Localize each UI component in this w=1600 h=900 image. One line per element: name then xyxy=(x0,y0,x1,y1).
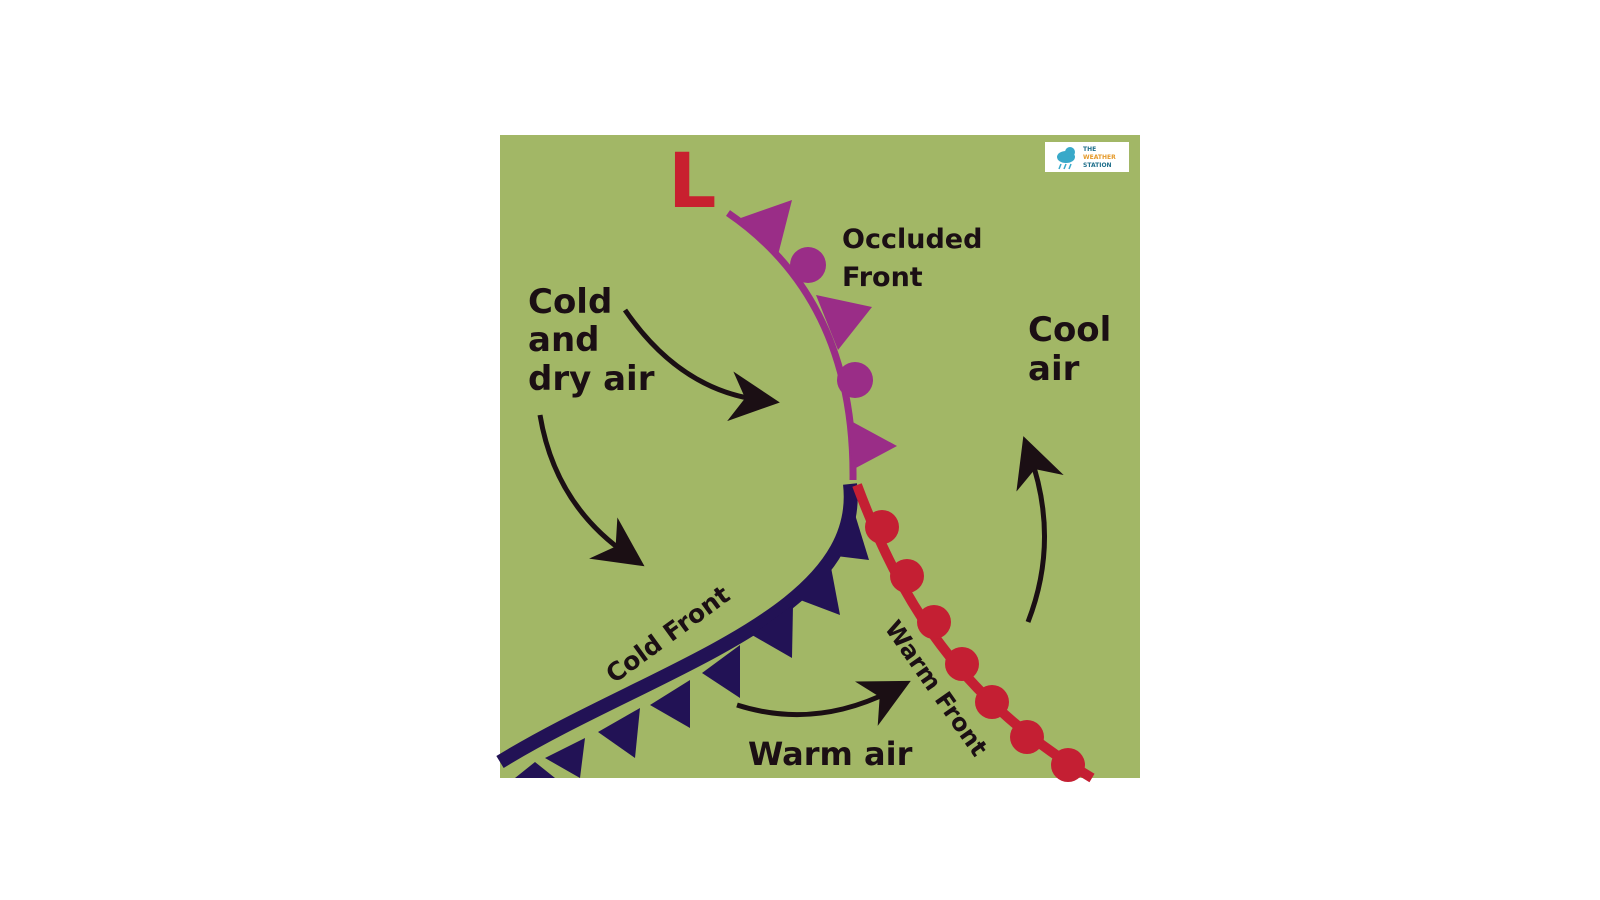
logo-text-line3: STATION xyxy=(1083,162,1112,169)
occluded-front-triangle xyxy=(849,420,897,470)
cold-front xyxy=(496,483,869,778)
arrow-cold-air-lower xyxy=(537,414,645,567)
air-movement-arrows xyxy=(537,308,1064,726)
cold-front-triangle xyxy=(702,645,740,698)
warm-front-semicircle xyxy=(945,647,979,681)
occluded-front-semicircle xyxy=(837,362,873,398)
occluded-front-triangle xyxy=(816,295,872,350)
logo-text-line2: WEATHER xyxy=(1083,154,1116,161)
cold-front-triangle xyxy=(650,680,690,728)
occluded-front-label-line1: Occluded xyxy=(842,224,982,255)
cold-front-triangle xyxy=(795,562,840,615)
weather-station-logo: THE WEATHER STATION xyxy=(1045,142,1129,172)
arrow-cold-air-upper xyxy=(622,308,780,422)
occluded-front-semicircle xyxy=(790,247,826,283)
warm-front xyxy=(852,483,1095,783)
warm-front-semicircle xyxy=(1051,748,1085,782)
warm-front-semicircle xyxy=(917,605,951,639)
low-pressure-symbol: L xyxy=(668,136,716,225)
cold-front-triangle xyxy=(828,508,869,560)
arrow-cool-air xyxy=(1016,436,1064,623)
occluded-front-label-line2: Front xyxy=(842,262,923,293)
cold-dry-air-label-line2: and xyxy=(528,320,600,360)
warm-front-semicircle xyxy=(1010,720,1044,754)
map-background xyxy=(500,135,1140,778)
warm-front-semicircle xyxy=(865,510,899,544)
occluded-front-triangle xyxy=(735,200,792,255)
cold-dry-air-label-line3: dry air xyxy=(528,359,655,399)
arrow-warm-air xyxy=(736,680,911,726)
cold-front-triangle xyxy=(545,738,585,778)
cold-dry-air-label-line1: Cold xyxy=(528,282,612,322)
warm-air-label: Warm air xyxy=(748,735,913,773)
cold-front-triangle xyxy=(752,605,793,658)
cold-front-triangle xyxy=(515,762,555,778)
logo-text-line1: THE xyxy=(1083,146,1096,153)
warm-front-semicircle xyxy=(975,685,1009,719)
cloud-rain-icon xyxy=(1057,147,1075,170)
occluded-front xyxy=(726,200,897,481)
warm-front-semicircle xyxy=(890,559,924,593)
cold-front-triangle xyxy=(598,708,640,758)
cool-air-label-line1: Cool xyxy=(1028,310,1111,350)
cool-air-label-line2: air xyxy=(1028,349,1080,389)
